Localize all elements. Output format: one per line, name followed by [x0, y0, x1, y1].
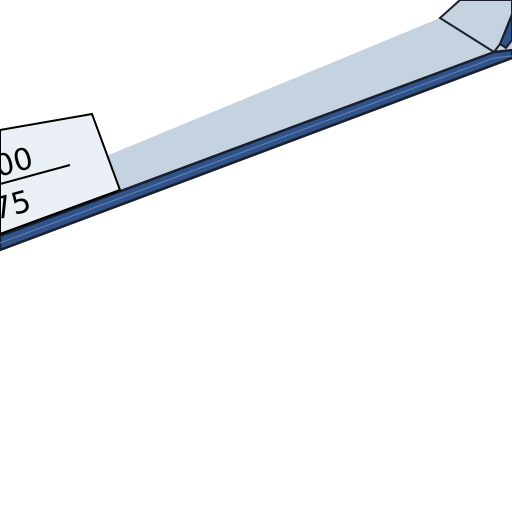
- profile-base-band: [0, 48, 512, 252]
- base-band-highlight: [0, 55, 512, 244]
- fraction-divider: [0, 164, 71, 185]
- dimension-label-box: [0, 112, 122, 236]
- profile-top-face: [0, 0, 512, 238]
- flange-edge: [498, 15, 512, 50]
